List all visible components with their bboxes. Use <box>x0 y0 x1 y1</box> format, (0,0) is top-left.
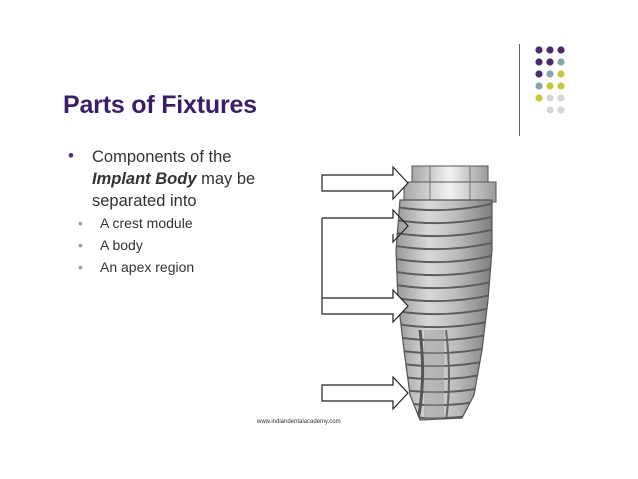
decorative-dot <box>535 94 543 102</box>
decorative-dot <box>535 58 543 66</box>
decorative-dot <box>557 82 565 90</box>
decorative-dot <box>546 58 554 66</box>
arrow-apex-region <box>321 375 409 411</box>
pointer-arrows <box>321 165 409 411</box>
bracket-body-top <box>322 208 409 244</box>
decorative-dot <box>557 106 565 114</box>
sub-bullet-label: An apex region <box>100 259 195 275</box>
decorative-dot <box>557 46 565 54</box>
bullet-text-line-1: Components of the <box>92 148 232 166</box>
thread-line <box>396 253 492 264</box>
decorative-dot <box>546 70 554 78</box>
decorative-dot <box>557 70 565 78</box>
decorative-dot <box>546 106 554 114</box>
decorative-dot <box>535 70 543 78</box>
sub-bullet-marker: • <box>78 215 83 231</box>
arrow-body <box>321 218 409 324</box>
source-credit: www.indiandentalacademy.com <box>257 419 341 425</box>
decorative-dot-grid <box>535 46 565 114</box>
decorative-dot <box>557 58 565 66</box>
thread-line <box>396 266 492 277</box>
main-bullet: • Components of the Implant Body may be … <box>66 146 306 212</box>
sub-bullet-body: • A body <box>74 234 306 256</box>
thread-line <box>396 240 492 251</box>
slide-title: Parts of Fixtures <box>63 91 257 119</box>
decorative-dot <box>546 46 554 54</box>
thread-line <box>396 214 492 225</box>
decorative-dot <box>535 46 543 54</box>
bullet-list: • Components of the Implant Body may be … <box>66 146 306 278</box>
thread-line <box>396 201 492 212</box>
bullet-text-line-3: separated into <box>92 192 197 210</box>
sub-bullet-apex-region: • An apex region <box>74 256 306 278</box>
sub-bullet-label: A crest module <box>100 215 193 231</box>
decorative-dot <box>546 94 554 102</box>
arrow-crest-module <box>321 165 409 201</box>
bullet-marker: • <box>68 146 74 165</box>
sub-bullet-label: A body <box>100 237 143 253</box>
hex-connection <box>403 165 497 203</box>
decorative-dot <box>557 94 565 102</box>
decorative-dot <box>546 82 554 90</box>
bullet-emphasis: Implant Body <box>92 170 197 188</box>
sub-bullet-marker: • <box>78 259 83 275</box>
decorative-dot <box>535 82 543 90</box>
sub-bullet-crest-module: • A crest module <box>74 212 306 234</box>
thread-line <box>396 227 492 238</box>
bullet-text-line-2: may be <box>196 170 256 188</box>
decorative-divider-line <box>519 44 520 136</box>
thread-line <box>396 279 492 290</box>
sub-bullet-marker: • <box>78 237 83 253</box>
